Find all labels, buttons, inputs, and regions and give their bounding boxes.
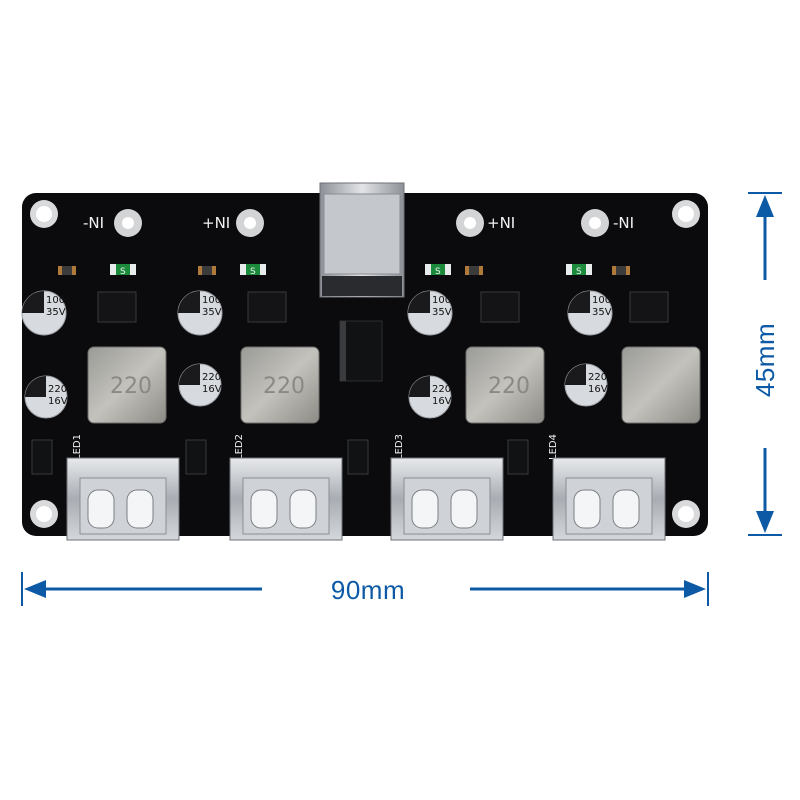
cap3-value: 100 [432, 295, 451, 306]
width-dimension [21, 572, 709, 606]
height-dimension [748, 192, 782, 536]
cap2-voltage: 35V [202, 307, 222, 318]
mounting-holes [30, 200, 700, 528]
controller-ics [97, 291, 669, 323]
scap3-value: 220 [432, 384, 451, 395]
smd-mark-4: S [576, 267, 582, 277]
input-label-3: +NI [487, 214, 515, 232]
usb-port-2 [229, 457, 343, 541]
usb-ports [66, 457, 666, 541]
cap2-value: 100 [202, 295, 221, 306]
inductor1-marking: 220 [110, 374, 152, 399]
smd-mark-3: S [435, 267, 441, 277]
inductors [87, 346, 701, 424]
scap3-voltage: 16V [432, 396, 452, 407]
scap1-voltage: 16V [48, 396, 68, 407]
cap4-value: 100 [592, 295, 611, 306]
small-capacitors [24, 363, 608, 419]
height-label: 45mm [750, 322, 780, 398]
usb-port-3 [390, 457, 504, 541]
input-label-1: -NI [83, 214, 104, 232]
scap1-value: 220 [48, 384, 67, 395]
input-label-2: +NI [202, 214, 230, 232]
scap4-value: 220 [588, 372, 607, 383]
inductor3-marking: 220 [488, 374, 530, 399]
scap2-voltage: 16V [202, 384, 222, 395]
scap4-voltage: 16V [588, 384, 608, 395]
usb-port-1 [66, 457, 180, 541]
led-label-3: LED3 [394, 434, 405, 460]
smd-mark-1: S [120, 267, 126, 277]
scap2-value: 220 [202, 372, 221, 383]
smd-components [58, 264, 630, 275]
cap1-value: 100 [46, 295, 65, 306]
central-diode [339, 320, 383, 382]
cap3-voltage: 35V [432, 307, 452, 318]
small-cap-markings: 220 16V 220 16V 220 16V 220 16V [48, 372, 608, 407]
cap1-voltage: 35V [46, 307, 66, 318]
schottky-diodes [31, 439, 529, 475]
input-label-4: -NI [613, 214, 634, 232]
cap4-voltage: 35V [592, 307, 612, 318]
large-cap-markings: 100 35V 100 35V 100 35V 100 35V [46, 295, 612, 318]
width-label: 90mm [330, 575, 406, 605]
smd-mark-2: S [250, 267, 256, 277]
inductor2-marking: 220 [263, 374, 305, 399]
led-label-4: LED4 [548, 434, 559, 460]
usb-port-4 [552, 457, 666, 541]
led-label-2: LED2 [234, 434, 245, 460]
led-label-1: LED1 [72, 434, 83, 460]
input-pads [114, 209, 609, 237]
input-connector [319, 182, 405, 298]
large-capacitors [21, 290, 613, 336]
